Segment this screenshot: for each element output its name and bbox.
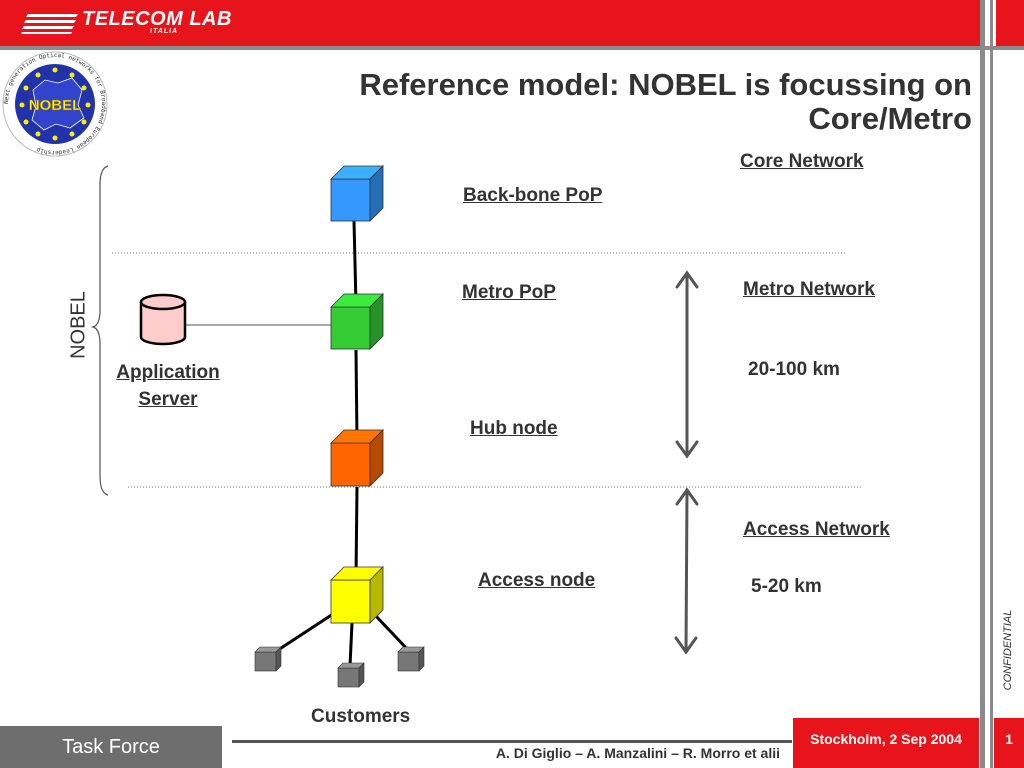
title-line-1: Reference model: NOBEL is focussing on bbox=[359, 67, 972, 102]
application-server-label-line-1: Application bbox=[116, 362, 220, 383]
hub-node-label: Hub node bbox=[470, 418, 558, 439]
link-access-customer-1 bbox=[271, 612, 334, 656]
telecom-lab-logo: TELECOM LAB ITALIA bbox=[20, 6, 232, 40]
link-metro-hub bbox=[354, 349, 359, 442]
application-server-label: Application Server bbox=[107, 359, 229, 413]
link-hub-access bbox=[354, 486, 359, 579]
customers-label: Customers bbox=[311, 706, 411, 727]
access-network-label: Access Network bbox=[743, 519, 890, 540]
task-force-panel: Task Force bbox=[0, 726, 222, 768]
access-node bbox=[330, 566, 384, 624]
page-title: Reference model: NOBEL is focussing on C… bbox=[212, 68, 972, 136]
page-number: 1 bbox=[1005, 731, 1013, 747]
metro-pop-node bbox=[330, 293, 384, 350]
backbone-pop-label: Back-bone PoP bbox=[463, 185, 603, 206]
brand-subtitle: ITALIA bbox=[150, 28, 179, 35]
right-rule-inner bbox=[990, 0, 993, 768]
access-node-label: Access node bbox=[478, 570, 596, 591]
link-backbone-metro bbox=[352, 220, 358, 306]
location-date-panel: Stockholm, 2 Sep 2004 bbox=[793, 718, 979, 768]
link-access-customer-3 bbox=[372, 612, 412, 654]
customer-device-2 bbox=[337, 662, 365, 688]
nobel-logo-text: NOBEL bbox=[29, 97, 82, 114]
metro-range-label: 20-100 km bbox=[748, 359, 840, 380]
access-range-label: 5-20 km bbox=[751, 576, 822, 597]
nobel-bracket-label: NOBEL bbox=[67, 291, 90, 359]
customer-device-1 bbox=[254, 646, 282, 672]
network-diagram bbox=[90, 165, 862, 688]
title-line-2: Core/Metro bbox=[808, 101, 972, 136]
metro-network-label: Metro Network bbox=[743, 279, 875, 300]
brand-name: TELECOM LAB bbox=[82, 8, 232, 30]
metro-range-arrow bbox=[675, 270, 699, 459]
metro-pop-label: Metro PoP bbox=[462, 282, 556, 303]
access-range-arrow bbox=[674, 487, 699, 655]
application-server-icon bbox=[139, 293, 187, 346]
nobel-logo: NOBEL Next generation Optical networks f… bbox=[2, 51, 108, 157]
confidential-mark: CONFIDENTIAL bbox=[1002, 609, 1014, 691]
header-bar bbox=[0, 0, 980, 46]
link-access-customer-2 bbox=[348, 622, 354, 667]
location-date-text: Stockholm, 2 Sep 2004 bbox=[810, 731, 962, 747]
brand-stripes-icon bbox=[21, 14, 78, 34]
core-network-label: Core Network bbox=[740, 151, 864, 172]
header-bar-right bbox=[996, 0, 1024, 46]
authors-text: A. Di Giglio – A. Manzalini – R. Morro e… bbox=[495, 745, 780, 761]
backbone-pop-node bbox=[330, 165, 384, 222]
header-rule bbox=[0, 46, 1024, 50]
page-number-panel: 1 bbox=[994, 718, 1024, 768]
right-rule-outer bbox=[980, 0, 985, 768]
nobel-bracket bbox=[90, 165, 109, 496]
hub-node bbox=[330, 429, 384, 487]
customer-device-3 bbox=[397, 646, 425, 672]
footer-rule bbox=[232, 740, 792, 743]
task-force-label: Task Force bbox=[62, 736, 160, 758]
application-server-label-line-2: Server bbox=[138, 389, 198, 410]
